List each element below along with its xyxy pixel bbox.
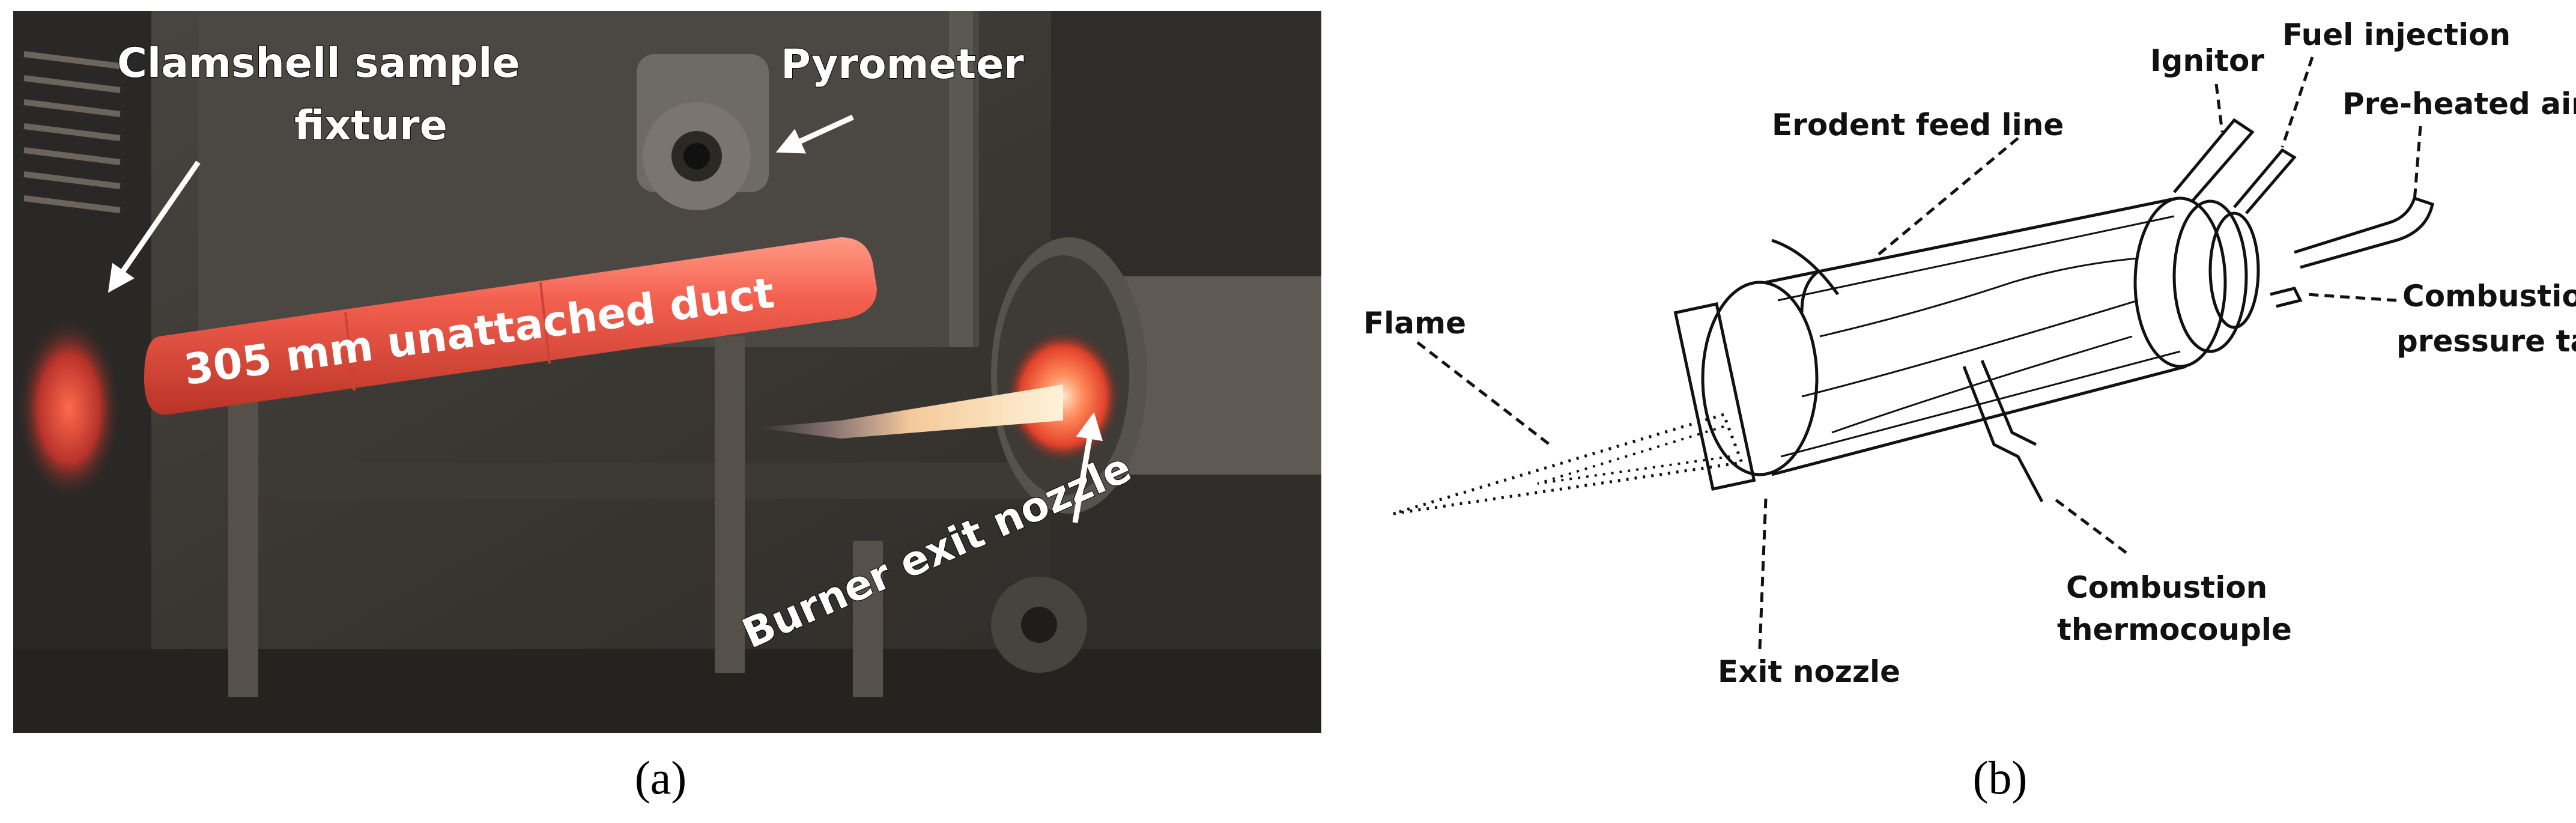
leader-lines bbox=[1416, 56, 2422, 649]
leader-flame bbox=[1416, 341, 1551, 446]
label-thermo-line2: thermocouple bbox=[2057, 612, 2292, 647]
burner-body bbox=[991, 237, 1321, 514]
panel-b-labels: Ignitor Fuel injection Pre-heated air Er… bbox=[1363, 17, 2576, 689]
support-post-3 bbox=[853, 541, 883, 697]
label-pressure-line2: pressure tap bbox=[2396, 324, 2576, 359]
spring-coil bbox=[23, 51, 121, 213]
clamshell-glow bbox=[18, 318, 120, 499]
flame-outline bbox=[1393, 412, 1744, 515]
label-pressure-line1: Combustion bbox=[2402, 279, 2576, 314]
leader-preheated bbox=[2413, 126, 2422, 202]
panel-b-drawing bbox=[1393, 56, 2434, 649]
pyrometer-device bbox=[637, 54, 769, 210]
lower-rail bbox=[13, 649, 1321, 733]
leader-ignitor bbox=[2214, 84, 2224, 133]
support-post-1 bbox=[228, 384, 258, 697]
label-preheated-air: Pre-heated air bbox=[2342, 87, 2576, 121]
leader-erodent bbox=[1873, 137, 2019, 260]
label-fuel-injection: Fuel injection bbox=[2282, 17, 2511, 52]
base-rail bbox=[156, 463, 1087, 499]
support-post-2 bbox=[715, 336, 745, 673]
label-exit-nozzle: Exit nozzle bbox=[1718, 654, 1900, 689]
leader-fuel bbox=[2281, 56, 2314, 148]
arrow-burner bbox=[1072, 412, 1103, 523]
arrow-clamshell bbox=[108, 160, 201, 293]
combustor-body bbox=[1673, 196, 2260, 491]
leader-exit bbox=[1758, 498, 1768, 649]
leader-pressure bbox=[2306, 293, 2397, 302]
arrow-pyrometer bbox=[775, 114, 854, 154]
leader-thermo bbox=[2053, 497, 2127, 554]
label-clamshell-line2: fixture bbox=[294, 102, 447, 150]
panel-a-photo: Clamshell sample fixture Pyrometer 305 m… bbox=[13, 11, 1321, 733]
ports bbox=[1771, 118, 2434, 503]
flame-plume bbox=[757, 384, 1063, 439]
label-ignitor: Ignitor bbox=[2150, 43, 2264, 78]
label-clamshell-line1: Clamshell sample bbox=[117, 40, 520, 87]
label-thermo-line1: Combustion bbox=[2066, 570, 2267, 605]
caption-a: (a) bbox=[634, 752, 687, 804]
caption-b: (b) bbox=[1972, 752, 2028, 804]
label-erodent: Erodent feed line bbox=[1772, 108, 2064, 142]
unattached-duct bbox=[144, 237, 877, 415]
label-pyrometer: Pyrometer bbox=[781, 41, 1024, 88]
vertical-pipe bbox=[949, 11, 973, 347]
flame-inner bbox=[1537, 425, 1730, 485]
label-flame: Flame bbox=[1363, 306, 1466, 341]
